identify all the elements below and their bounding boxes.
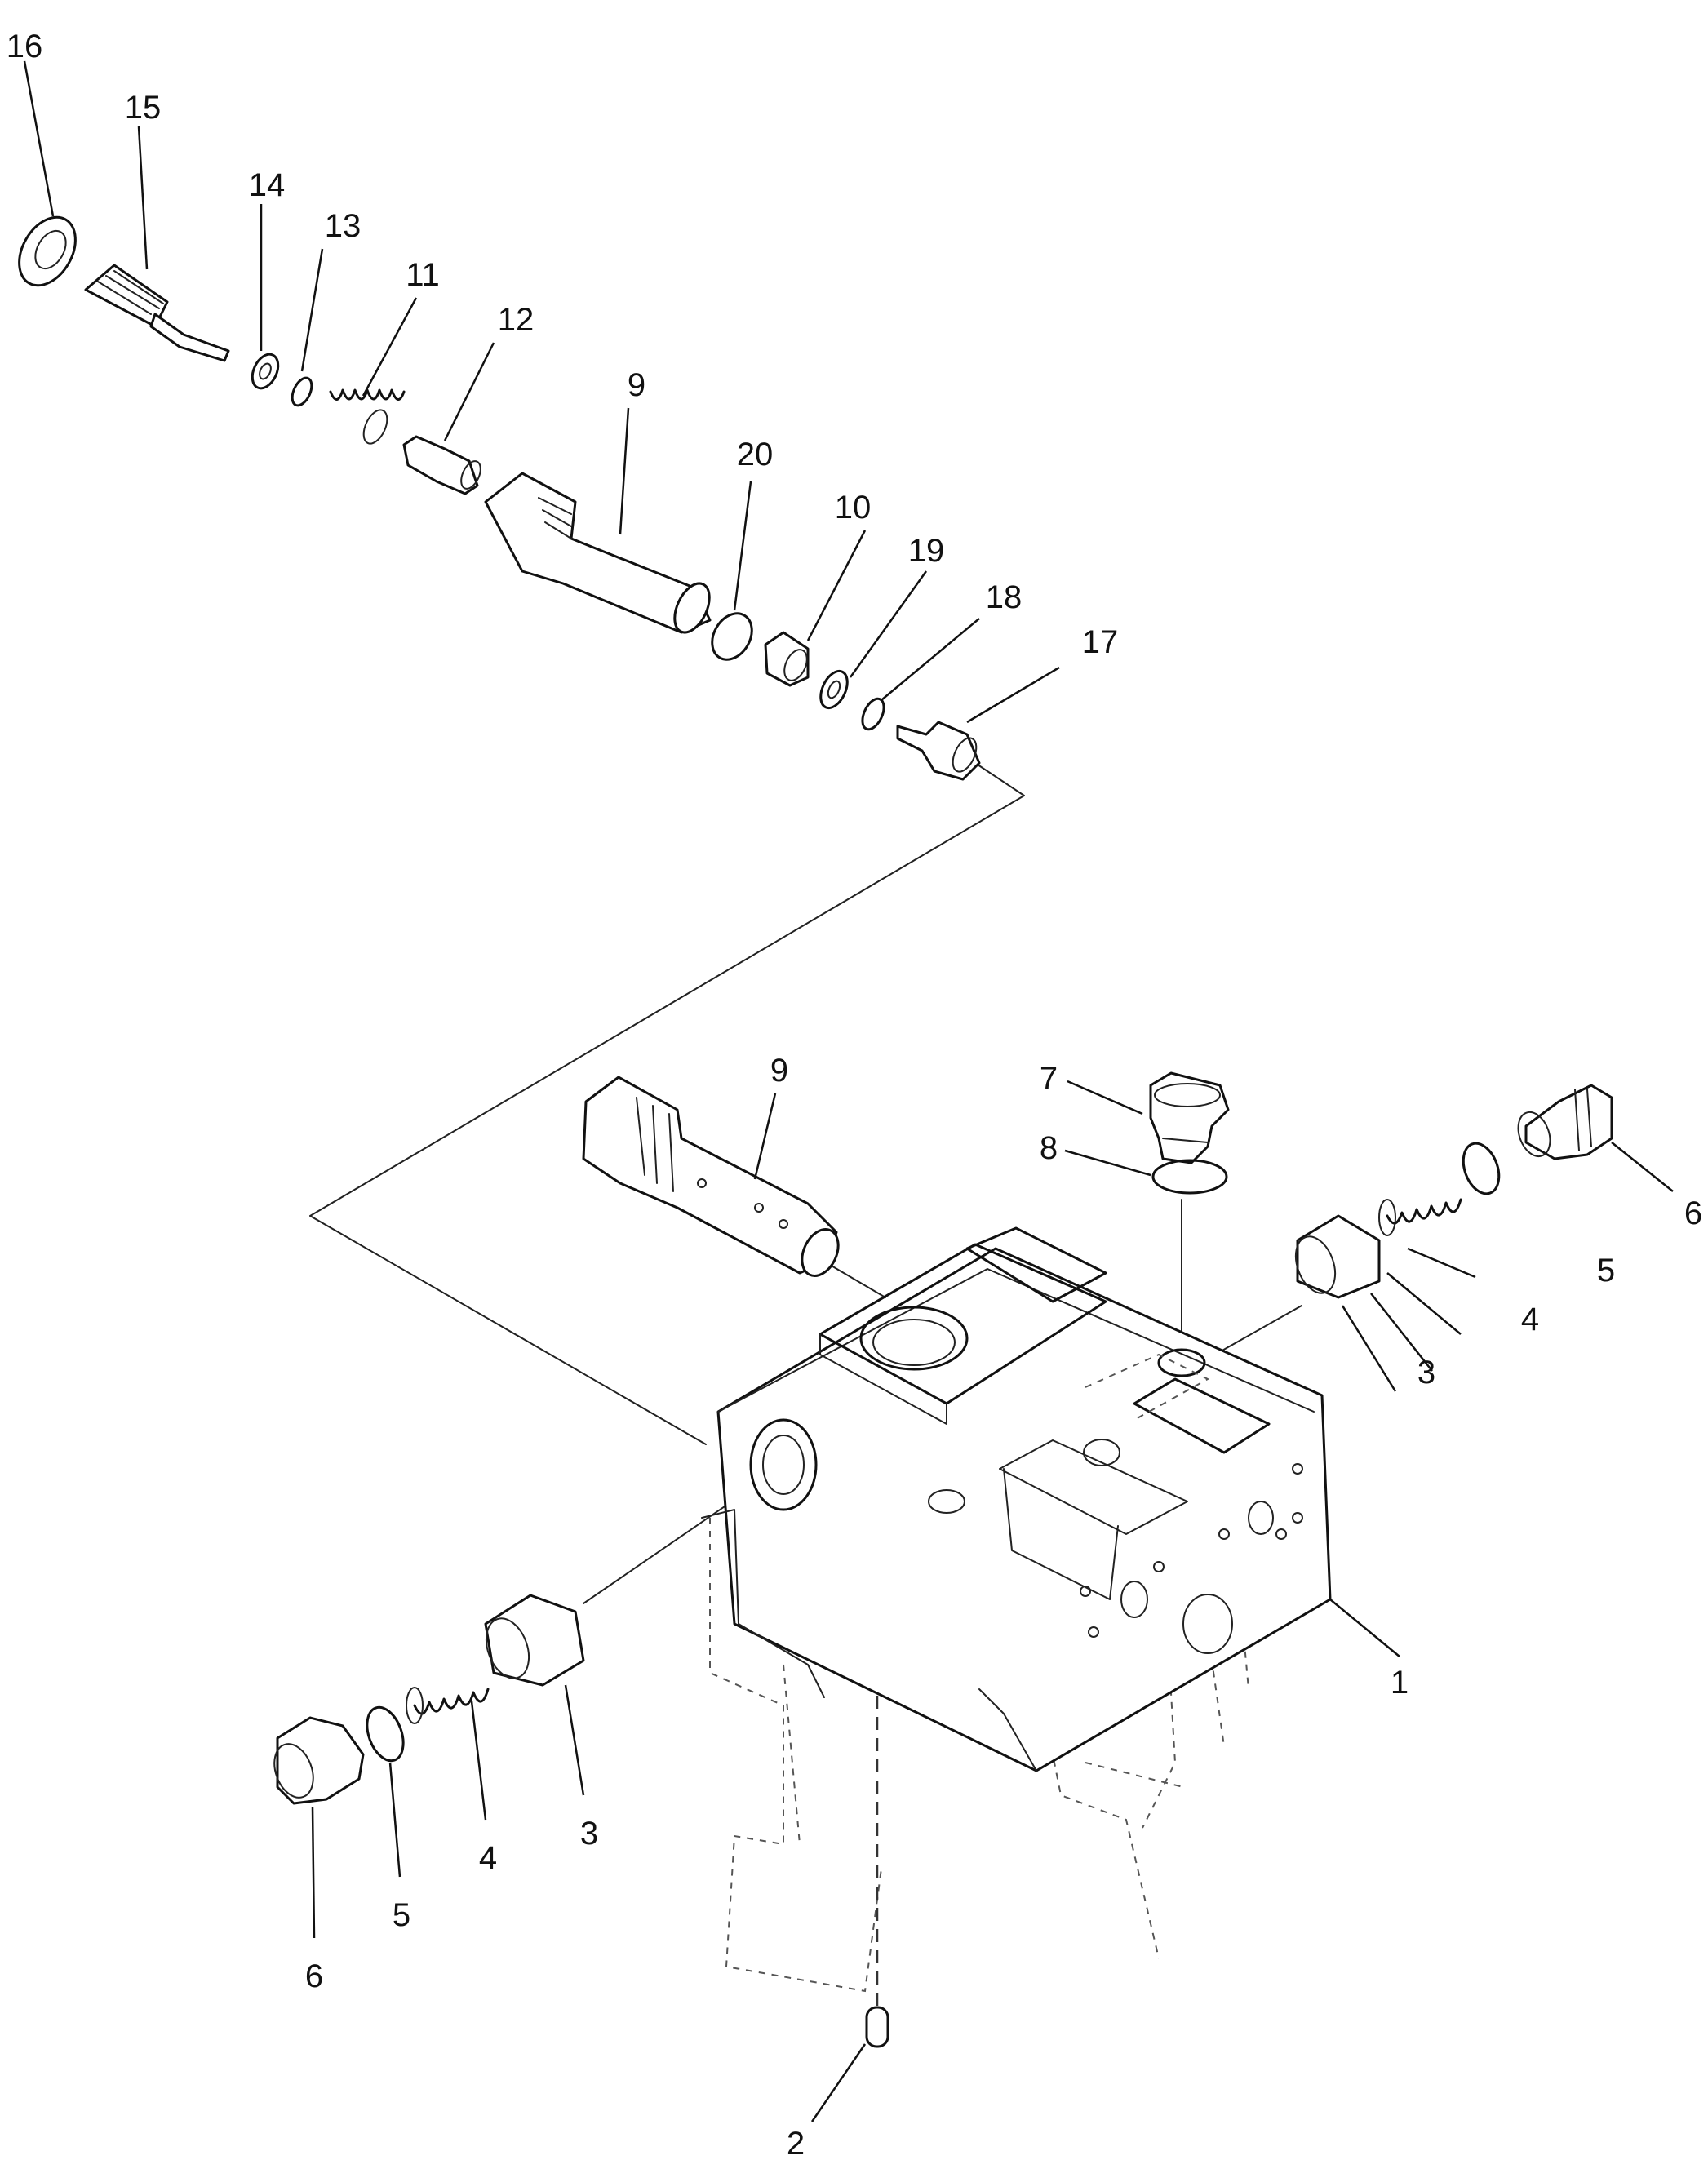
callout-20: 20 bbox=[737, 437, 774, 472]
part-13-o-ring bbox=[291, 376, 313, 407]
callout-5-left: 5 bbox=[393, 1897, 410, 1933]
part-3-right-piston bbox=[1294, 1214, 1381, 1299]
part-7-plug bbox=[1149, 1071, 1230, 1164]
callout-14: 14 bbox=[249, 167, 286, 203]
part-3-left-piston bbox=[484, 1594, 585, 1687]
part-14-washer bbox=[251, 353, 280, 390]
part-9-upper-spool bbox=[484, 472, 712, 634]
callout-15: 15 bbox=[125, 90, 162, 126]
callout-1: 1 bbox=[1391, 1665, 1409, 1701]
callout-3-right: 3 bbox=[1417, 1355, 1435, 1390]
part-17-plug bbox=[896, 721, 981, 781]
part-6-right-plug bbox=[1517, 1084, 1613, 1160]
callout-labels: 16 15 14 13 11 12 9 20 10 19 18 17 7 8 9… bbox=[7, 29, 1702, 2160]
part-5-right-o-ring bbox=[1462, 1142, 1501, 1195]
callout-6-right: 6 bbox=[1684, 1195, 1702, 1231]
part-15-adjusting-screw bbox=[84, 264, 230, 362]
callout-2: 2 bbox=[787, 2126, 805, 2160]
part-10-sleeve bbox=[764, 631, 810, 687]
part-12-poppet bbox=[402, 435, 481, 495]
part-4-right-spring bbox=[1378, 1198, 1462, 1236]
callout-9-lower: 9 bbox=[770, 1053, 788, 1089]
callout-16: 16 bbox=[7, 29, 43, 64]
callout-3-left: 3 bbox=[580, 1816, 598, 1852]
callout-4-right: 4 bbox=[1521, 1302, 1539, 1337]
callout-10: 10 bbox=[835, 490, 872, 526]
part-4-left-spring bbox=[406, 1687, 490, 1724]
part-19-washer bbox=[819, 669, 849, 710]
part-8-o-ring bbox=[1151, 1159, 1228, 1195]
callout-13: 13 bbox=[325, 208, 362, 244]
part-9-lower-spool bbox=[582, 1076, 840, 1277]
callout-6-left: 6 bbox=[305, 1958, 323, 1994]
part-2-dowel-pin bbox=[865, 2006, 889, 2048]
callout-4-left: 4 bbox=[479, 1840, 497, 1876]
callout-11: 11 bbox=[406, 257, 440, 293]
callout-5-right: 5 bbox=[1597, 1253, 1615, 1288]
callout-8: 8 bbox=[1040, 1130, 1058, 1166]
part-6-left-plug bbox=[273, 1716, 365, 1805]
callout-17: 17 bbox=[1082, 624, 1119, 660]
callout-19: 19 bbox=[908, 533, 945, 569]
callout-leaders bbox=[23, 60, 1674, 2122]
part-11-spring bbox=[329, 388, 406, 445]
callout-7: 7 bbox=[1040, 1061, 1058, 1097]
part-5-left-o-ring bbox=[366, 1705, 405, 1763]
part-18-o-ring bbox=[861, 697, 885, 731]
zigzag-assembly-line bbox=[309, 762, 1025, 1445]
callout-12: 12 bbox=[498, 302, 535, 338]
part-20-o-ring bbox=[711, 612, 753, 661]
valve-body bbox=[701, 1226, 1332, 1772]
part-16-lock-nut bbox=[18, 215, 77, 287]
callout-9-upper: 9 bbox=[628, 367, 645, 403]
callout-18: 18 bbox=[986, 579, 1023, 615]
